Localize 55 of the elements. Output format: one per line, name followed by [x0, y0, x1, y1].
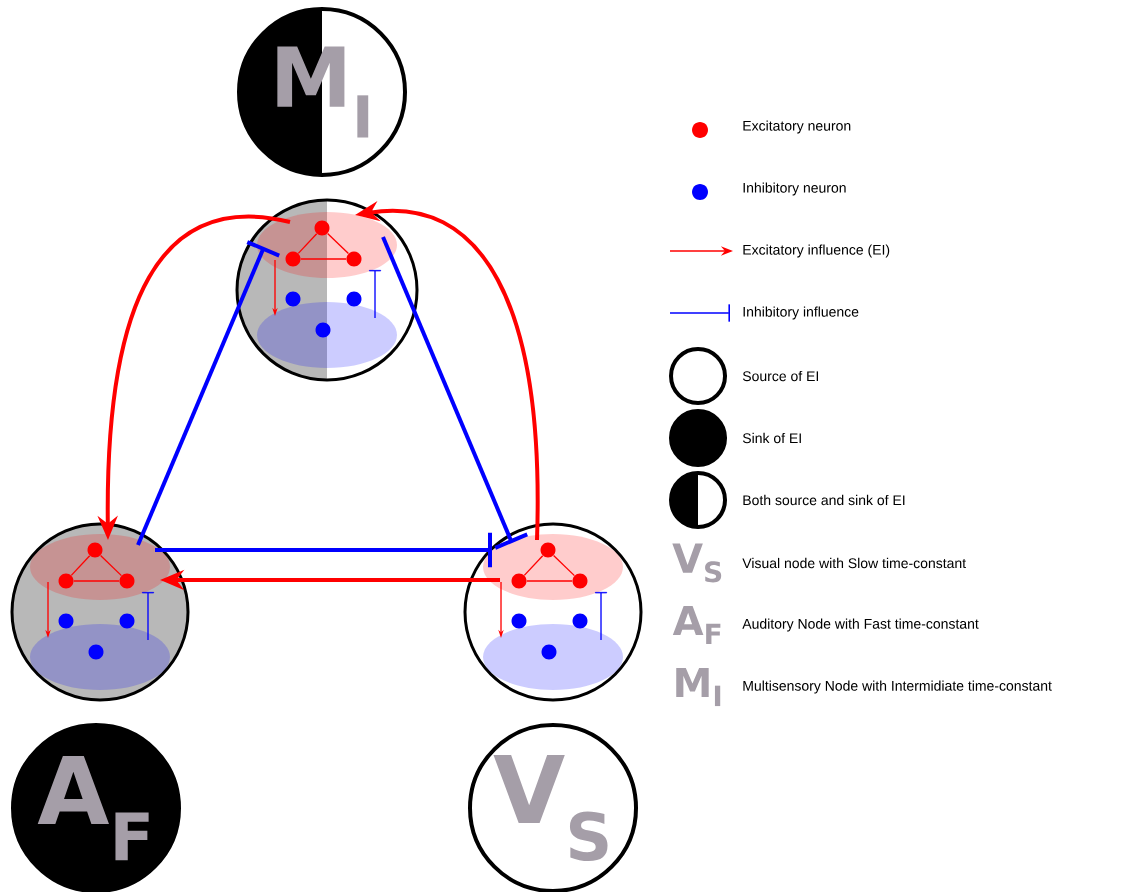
connection-line — [300, 258, 347, 260]
network-circle — [235, 198, 419, 382]
connection-line — [99, 554, 123, 577]
neuron-dot — [58, 573, 74, 589]
population-ellipse — [483, 534, 623, 600]
legend-text: Inhibitory neuron — [743, 182, 846, 196]
neuron-dot — [285, 291, 301, 307]
neuron-dot — [540, 542, 556, 558]
neuron-dot — [346, 251, 362, 267]
population-ellipse — [483, 624, 623, 690]
inhibition-line — [595, 592, 607, 641]
neuron-dot — [87, 542, 103, 558]
network-circle — [463, 522, 643, 702]
legend-text: Inhibitory influence — [743, 306, 859, 320]
legend-symbol: M$_{I}$ — [676, 667, 721, 707]
neuron-dot — [541, 644, 557, 660]
legend-text: Excitatory neuron — [743, 120, 851, 134]
legend-text: Multisensory Node with Intermidiate time-constant — [743, 680, 1052, 694]
inhibition-line — [155, 532, 492, 568]
legend-text: Auditory Node with Fast time-constant — [742, 618, 979, 632]
legend-text: Sink of EI — [742, 432, 801, 444]
inhibition-line — [142, 592, 154, 641]
neuron-dot — [572, 613, 588, 629]
connection-line — [523, 555, 544, 576]
neuron-dot — [314, 220, 330, 236]
legend-text: Visual node with Slow time-constant — [742, 557, 966, 569]
connection-line — [326, 232, 350, 255]
legend-text: Excitatory influence (EI) — [743, 244, 890, 258]
inhibition-line — [381, 236, 528, 550]
neuron-dot — [119, 613, 135, 629]
network-circle — [10, 522, 190, 702]
neuron-dot — [511, 613, 527, 629]
connection-line — [73, 580, 120, 582]
population-ellipse — [257, 212, 397, 278]
neuron-dot — [58, 613, 74, 629]
neuron-dot — [119, 573, 135, 589]
connection-line — [297, 233, 318, 254]
connection-line — [552, 554, 576, 577]
neuron-dot — [511, 573, 527, 589]
connection-line — [70, 555, 91, 576]
neuron-dot — [315, 322, 331, 338]
neuron-dot — [572, 573, 588, 589]
population-ellipse — [30, 624, 170, 690]
population-ellipse — [257, 302, 397, 368]
population-ellipse — [30, 534, 170, 600]
connection-line — [526, 580, 573, 582]
neuron-dot — [285, 251, 301, 267]
legend-symbol: A$_{F}$ — [672, 605, 721, 645]
inhibition-line — [136, 240, 280, 546]
neuron-dot — [88, 644, 104, 660]
legend-symbol: V$_{S}$ — [672, 543, 722, 583]
inhibition-line — [369, 270, 381, 319]
neuron-dot — [346, 291, 362, 307]
legend-text: Both source and sink of EI — [743, 494, 905, 506]
legend-text: Source of EI — [742, 370, 818, 382]
